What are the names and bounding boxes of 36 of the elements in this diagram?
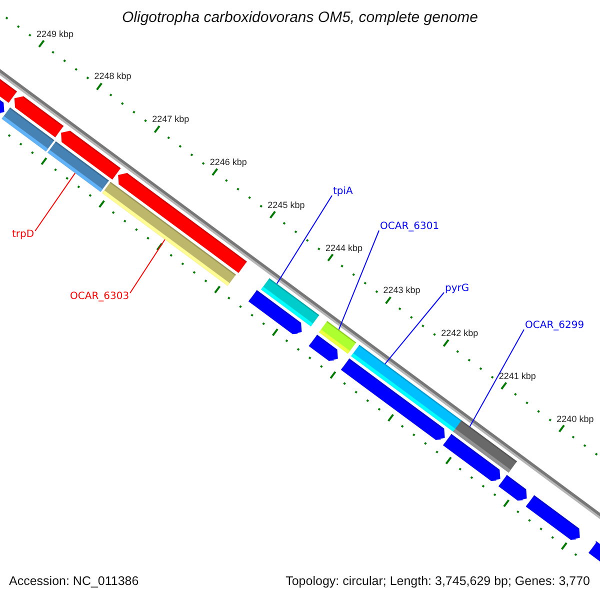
- leader-line: [130, 239, 166, 294]
- gene-segment: [0, 100, 4, 114]
- gene-label: pyrG: [445, 283, 470, 294]
- gene-segment: [14, 96, 64, 138]
- gene-label: trpD: [12, 229, 34, 240]
- gene-segment: [261, 278, 320, 326]
- tick-label: 2247 kbp: [152, 114, 190, 125]
- leader-line: [469, 329, 524, 427]
- tick-label: 2240 kbp: [556, 414, 594, 424]
- gene-segment: [308, 334, 338, 361]
- tick-label: 2243 kbp: [383, 285, 420, 296]
- gene-segment: [588, 541, 600, 562]
- leader-line: [338, 230, 380, 330]
- tick-label: 2246 kbp: [210, 156, 247, 168]
- gene-segment: [498, 475, 527, 501]
- gene-label: OCAR_6303: [70, 291, 130, 302]
- accession-label: Accession: NC_011386: [9, 574, 139, 588]
- tick-label: 2241 kbp: [498, 370, 536, 382]
- gene-segment: [118, 172, 247, 273]
- tick-label: 2242 kbp: [441, 328, 478, 338]
- gene-segment: [340, 358, 445, 440]
- gene-segment: [526, 495, 580, 540]
- gene-label: OCAR_6301: [380, 221, 440, 232]
- gene-segment: [443, 434, 500, 481]
- gene-label: OCAR_6299: [525, 320, 584, 332]
- title: Oligotropha carboxidovorans OM5, complete genome: [120, 9, 480, 26]
- gene-segment: [48, 141, 109, 192]
- tick-label: 2248 kbp: [94, 71, 132, 82]
- tick-label: 2245 kbp: [268, 200, 305, 210]
- leader-line: [384, 292, 444, 364]
- tick-label: 2244 kbp: [325, 242, 363, 253]
- genome-info-label: Topology: circular; Length: 3,745,629 bp; Genes: 3,770: [286, 574, 590, 588]
- gene-segment: [0, 78, 17, 103]
- gene-label: tpiA: [333, 186, 353, 198]
- tick-label: 2249 kbp: [36, 28, 74, 40]
- leader-line: [276, 195, 332, 284]
